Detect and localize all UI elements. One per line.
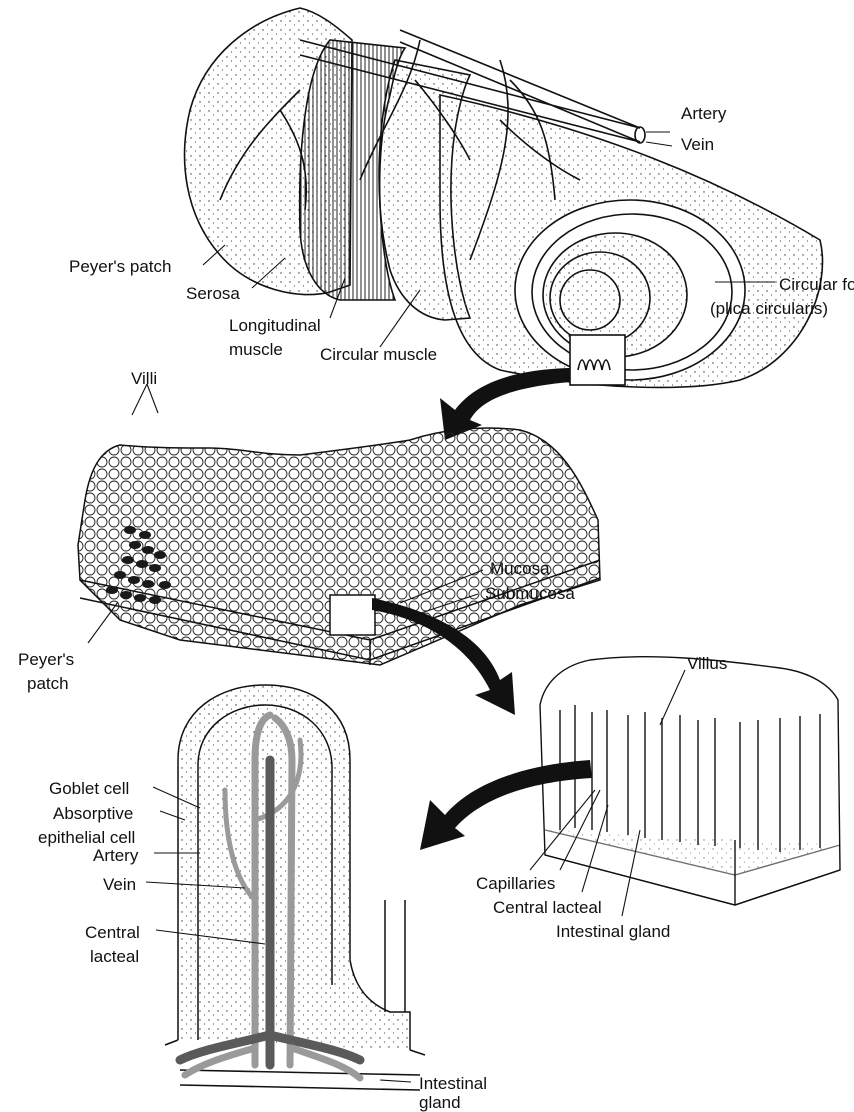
label-longitudinal-muscle-line2: muscle [229,339,283,360]
label-peyers-patch-mid-line2: patch [27,673,69,694]
label-central-lacteal-left-line2: lacteal [90,946,139,967]
label-artery-top: Artery [681,103,726,124]
label-circular-muscle: Circular muscle [320,344,437,365]
label-mucosa: Mucosa [490,558,550,579]
label-submucosa: Submucosa [485,583,575,604]
label-peyers-patch-top: Peyer's patch [69,256,171,277]
label-circular-fold-line1: Circular fold [779,274,854,295]
label-serosa: Serosa [186,283,240,304]
label-central-lacteal-right: Central lacteal [493,897,602,918]
label-intestinal-gland-right: Intestinal gland [556,921,670,942]
label-peyers-patch-mid-line1: Peyer's [18,649,74,670]
label-villi: Villi [131,368,157,389]
label-vein-top: Vein [681,134,714,155]
label-intestinal-gland-bottom-line1: Intestinal [419,1073,487,1094]
label-absorptive-line1: Absorptive [53,803,133,824]
label-central-lacteal-left-line1: Central [85,922,140,943]
label-goblet-cell: Goblet cell [49,778,129,799]
label-circular-fold-line2: (plica circularis) [710,298,828,319]
label-longitudinal-muscle-line1: Longitudinal [229,315,321,336]
label-capillaries: Capillaries [476,873,555,894]
label-vein-bottom: Vein [103,874,136,895]
label-villus: Villus [687,653,727,674]
label-intestinal-gland-bottom-line2: gland [419,1097,461,1109]
label-artery-bottom: Artery [93,845,138,866]
